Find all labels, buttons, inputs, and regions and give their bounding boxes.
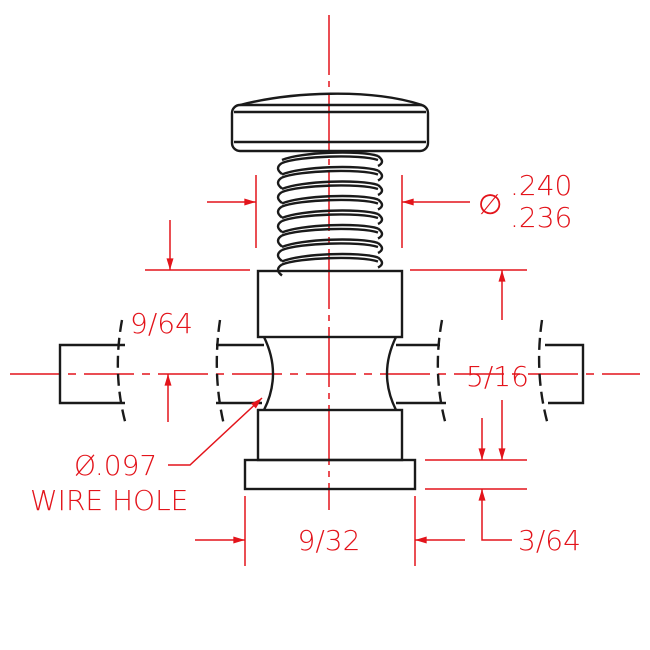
- thread-turns: [276, 151, 384, 277]
- screw-thread: [276, 151, 384, 277]
- dimension-flange-diameter: 9/32: [195, 496, 465, 566]
- flange-diameter-label: 9/32: [298, 524, 361, 557]
- wire-hole-text: WIRE HOLE: [30, 484, 188, 517]
- wire-offset-label: 9/64: [130, 307, 193, 340]
- wire-hole-diameter: Ø.097: [74, 449, 157, 482]
- screw-head: [230, 92, 430, 153]
- flange-thickness-label: 3/64: [518, 524, 581, 557]
- dimension-body-height: 5/16: [425, 269, 529, 490]
- dimension-thread-diameter: ∅ .240 .236: [207, 169, 572, 248]
- thread-diameter-min: .236: [510, 201, 572, 234]
- wire: [58, 319, 585, 426]
- post-body: [243, 269, 417, 491]
- wire-hole-callout: Ø.097 WIRE HOLE: [30, 397, 263, 517]
- thread-diameter-max: .240: [510, 169, 572, 202]
- diameter-symbol: ∅: [478, 188, 502, 221]
- body-height-label: 5/16: [466, 360, 529, 393]
- dimension-flange-thickness: 3/64: [478, 418, 581, 557]
- dimension-wire-offset: 9/64: [130, 220, 527, 422]
